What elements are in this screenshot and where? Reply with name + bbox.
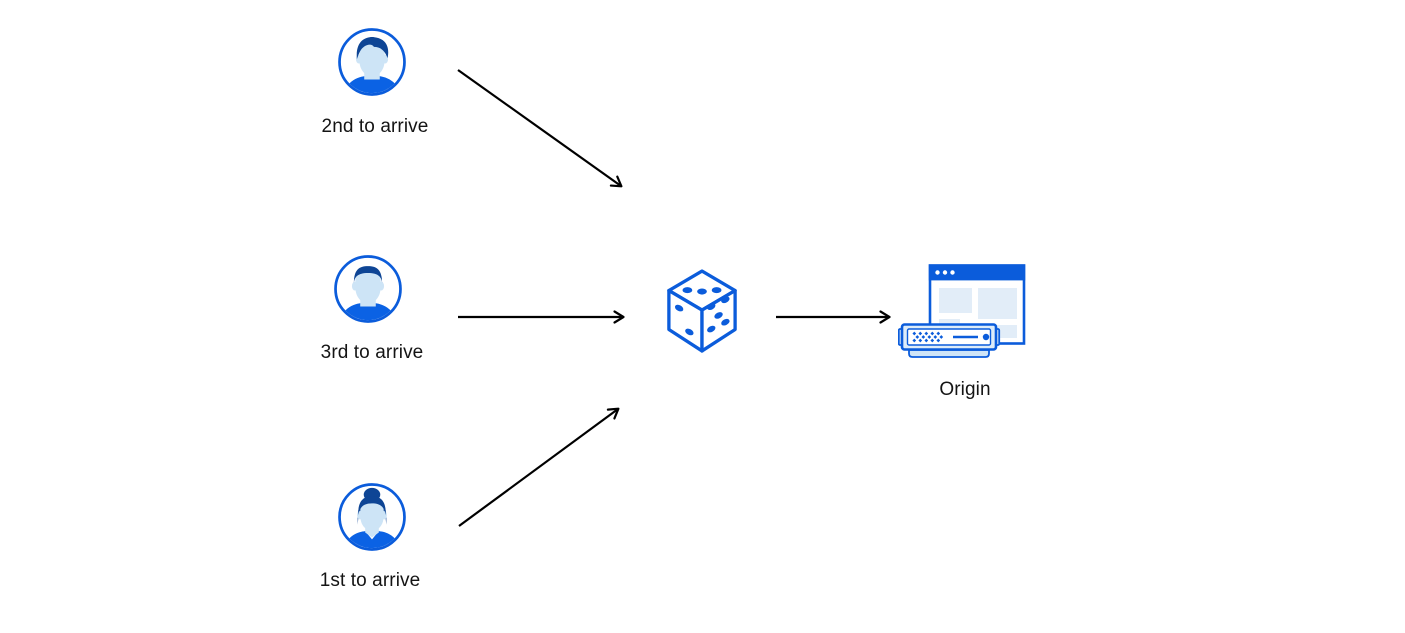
origin-label: Origin	[939, 379, 991, 400]
client-1st-node	[337, 482, 407, 552]
client-3rd-label: 3rd to arrive	[320, 342, 424, 363]
client-3rd-node	[333, 254, 403, 324]
avatar-man-quiff-icon	[337, 27, 407, 97]
dice-icon	[665, 267, 739, 357]
random-selection-node	[665, 267, 739, 357]
avatar-woman-bun-icon	[337, 482, 407, 552]
client-1st-label: 1st to arrive	[319, 570, 421, 591]
origin-server-icon	[898, 262, 1030, 362]
origin-node	[898, 262, 1030, 362]
arrow-client1-to-dice	[458, 407, 620, 527]
arrow-client2-to-dice	[457, 69, 623, 188]
client-2nd-label: 2nd to arrive	[321, 116, 429, 137]
client-2nd-node	[337, 27, 407, 97]
avatar-man-flattop-icon	[333, 254, 403, 324]
